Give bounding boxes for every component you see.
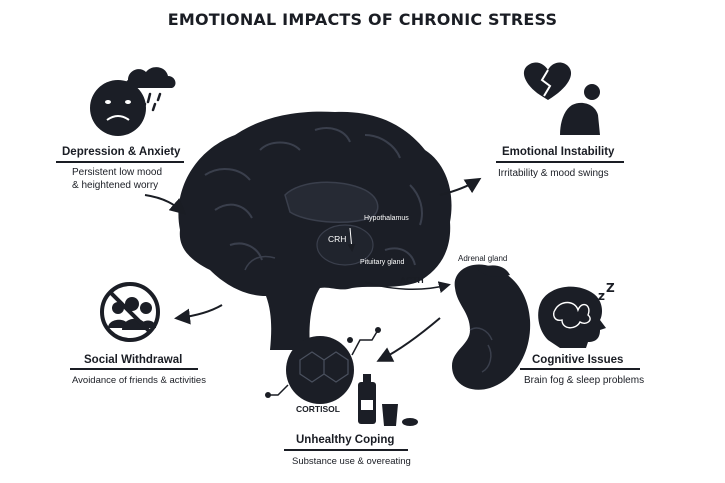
instability-divider [496,161,624,163]
acth-label: ACTH [400,275,424,285]
depression-heading: Depression & Anxiety [62,146,181,158]
depression-divider [56,161,184,163]
crh-label: CRH [328,234,347,244]
depression-line-1: Persistent low mood [72,167,163,178]
tangled-brain-head-icon: z Z [538,281,615,348]
coping-divider [284,449,408,451]
withdrawal-divider [70,368,198,370]
cognitive-description: Brain fog & sleep problems [524,375,645,386]
page-title: EMOTIONAL IMPACTS OF CHRONIC STRESS [167,10,558,29]
svg-text:Z: Z [606,281,615,295]
svg-text:z: z [598,289,605,303]
pituitary-label: Pituitary gland [360,259,405,266]
withdrawal-heading: Social Withdrawal [84,354,183,366]
adrenal-label: Adrenal gland [458,254,508,263]
no-group-icon [100,282,160,342]
instability-description: Irritability & mood swings [498,168,609,179]
cortisol-label: CORTISOL [296,404,340,414]
coping-heading: Unhealthy Coping [296,434,395,446]
cognitive-heading: Cognitive Issues [532,354,624,366]
kidney-illustration [452,264,531,390]
cortisol-molecule [265,327,381,404]
flow-arrows [144,177,482,362]
bottle-and-glass-icon [358,374,418,426]
depression-line-2: & heightened worry [72,180,159,191]
instability-heading: Emotional Instability [502,146,615,158]
sad-face-rain-cloud-icon [90,67,176,136]
hypothalamus-label: Hypothalamus [364,215,409,222]
broken-heart-person-icon [523,62,600,135]
cognitive-divider [520,368,640,370]
brain-illustration [178,111,452,350]
coping-description: Substance use & overeating [292,456,411,467]
withdrawal-description: Avoidance of friends & activities [72,375,206,386]
